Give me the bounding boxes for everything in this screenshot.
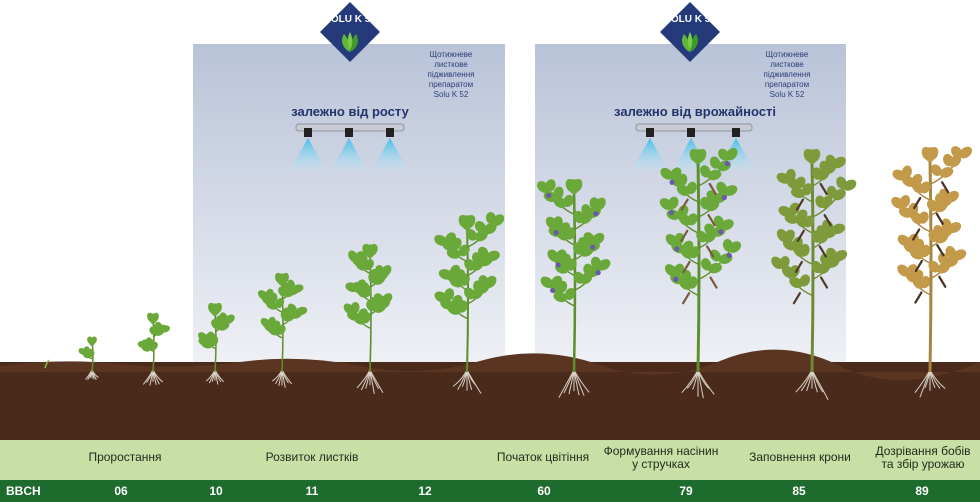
note-line: препаратом xyxy=(764,80,810,89)
plant-bbch-06b xyxy=(137,312,171,386)
badge-label: SOLU K 52 xyxy=(664,14,716,25)
note-line: препаратом xyxy=(428,80,474,89)
stage-label-line: Дозрівання бобів xyxy=(875,444,971,458)
bbch-code-89: 89 xyxy=(915,484,929,498)
bbch-code-79: 79 xyxy=(679,484,693,498)
sprayer-1 xyxy=(290,123,408,170)
bbch-code-10: 10 xyxy=(209,484,223,498)
bbch-title: BBCH xyxy=(6,484,41,498)
note-line: підживлення xyxy=(763,70,811,79)
product-badge-2: SOLU K 52 xyxy=(660,2,720,62)
sprout-seedling xyxy=(44,359,50,369)
plant-bbch-89 xyxy=(891,146,972,398)
stage-label-flowering: Початок цвітіння xyxy=(490,451,596,464)
stage-label-line: Заповнення крони xyxy=(749,450,851,464)
note-line: Solu K 52 xyxy=(433,90,469,99)
plant-bbch-60 xyxy=(537,178,611,398)
bbch-code-06: 06 xyxy=(114,484,128,498)
plant-bbch-85 xyxy=(771,148,857,400)
bbch-bar xyxy=(0,480,980,502)
sprayer-2 xyxy=(632,123,754,170)
stage-label-ripening: Дозрівання бобів та збір урожаю xyxy=(868,445,978,471)
bbch-code-12: 12 xyxy=(418,484,432,498)
soil-surface xyxy=(0,349,980,381)
stage-label-line: Розвиток листків xyxy=(265,450,359,464)
panel-1-note: Щотижневе листкове підживлення препарато… xyxy=(416,50,486,100)
plant-bbch-06a xyxy=(78,336,99,381)
note-line: листкове xyxy=(770,60,804,69)
note-line: Щотижневе xyxy=(765,50,809,59)
bbch-code-85: 85 xyxy=(792,484,806,498)
plant-bbch-12b xyxy=(434,212,505,394)
bbch-code-11: 11 xyxy=(305,484,319,498)
stage-label-line: у стручках xyxy=(632,457,690,471)
plant-bbch-79 xyxy=(659,147,742,399)
stage-label-canopy-filling: Заповнення крони xyxy=(742,451,858,464)
stage-label-line: Формування насінин xyxy=(603,444,719,458)
stage-label-seed-formation: Формування насінин у стручках xyxy=(596,445,726,471)
stage-label-leaf-development: Розвиток листків xyxy=(250,451,374,464)
soil-layer xyxy=(0,362,980,440)
stage-label-line: та збір урожаю xyxy=(881,457,965,471)
plant-bbch-10 xyxy=(198,302,235,385)
note-line: листкове xyxy=(434,60,468,69)
note-line: Solu K 52 xyxy=(769,90,805,99)
stage-label-germination: Проростання xyxy=(70,451,180,464)
badge-diamond-icon xyxy=(320,2,380,62)
bbch-code-60: 60 xyxy=(537,484,551,498)
plant-bbch-11 xyxy=(257,272,308,388)
note-line: підживлення xyxy=(427,70,475,79)
panel-2-note: Щотижневе листкове підживлення препарато… xyxy=(752,50,822,100)
panel-2-title: залежно від врожайності xyxy=(614,104,776,119)
badge-diamond-icon xyxy=(660,2,720,62)
stage-label-line: Початок цвітіння xyxy=(496,450,590,464)
plants-layer xyxy=(44,146,972,400)
stage-label-band xyxy=(0,440,980,480)
product-badge-1: SOLU K 52 xyxy=(320,2,380,62)
plant-bbch-12a xyxy=(343,243,393,394)
note-line: Щотижневе xyxy=(429,50,473,59)
stage-label-line: Проростання xyxy=(88,450,162,464)
panel-1-title: залежно від росту xyxy=(291,104,409,119)
badge-label: SOLU K 52 xyxy=(324,14,376,25)
